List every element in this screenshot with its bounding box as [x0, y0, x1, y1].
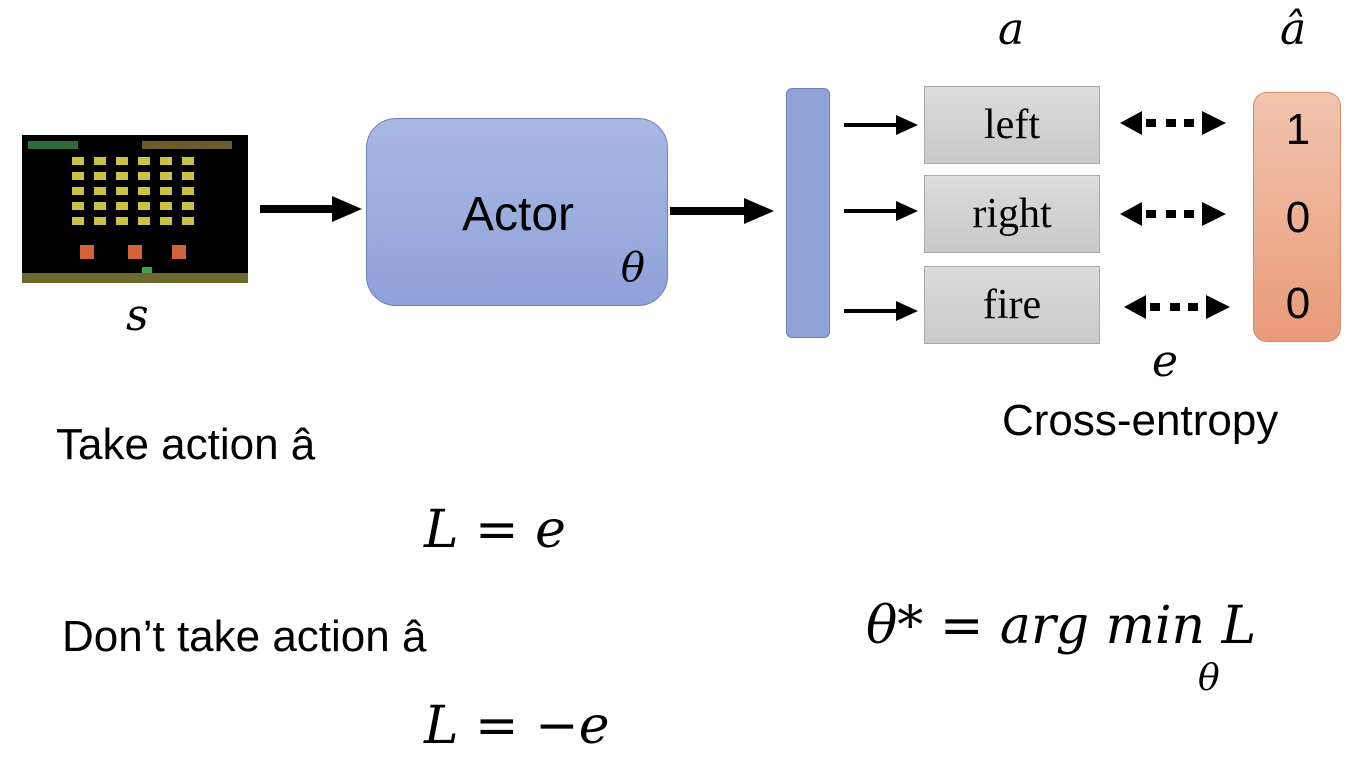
- action-box-right: right: [924, 175, 1100, 253]
- action-box-fire: fire: [924, 266, 1100, 344]
- argmin-subscript-theta: θ: [1198, 658, 1220, 699]
- dont-take-action-equation: L = −e: [424, 696, 610, 756]
- arrow-to-right: [844, 201, 918, 221]
- arrow-to-left: [844, 115, 918, 135]
- arrow-actor-to-output: [670, 198, 774, 224]
- take-action-equation: L = e: [424, 500, 566, 560]
- action-box-left: left: [924, 86, 1100, 164]
- target-value-right: 0: [1285, 193, 1311, 242]
- state-label: s: [126, 290, 149, 341]
- optimal-parameter-equation: θ* = arg min L: [866, 596, 1257, 656]
- arrow-state-to-actor: [260, 196, 362, 222]
- space-invaders-illustration: [22, 141, 248, 283]
- compare-arrow-fire: [1124, 295, 1230, 319]
- compare-arrow-left: [1120, 111, 1226, 135]
- target-header-a-hat: â: [1280, 4, 1307, 55]
- compare-arrow-right: [1120, 202, 1226, 226]
- dont-take-action-text: Don’t take action â: [62, 612, 427, 661]
- target-one-hot-box: 1 0 0: [1253, 92, 1341, 342]
- output-layer-bar: [786, 88, 830, 338]
- loss-name-label: Cross-entropy: [1002, 396, 1279, 445]
- actor-parameter-theta: θ: [620, 245, 645, 291]
- target-value-fire: 0: [1285, 279, 1311, 328]
- arrow-to-fire: [844, 301, 918, 321]
- error-label-e: e: [1152, 336, 1179, 387]
- actor-network-box: Actor θ: [366, 118, 668, 306]
- actor-label: Actor: [461, 188, 575, 241]
- take-action-text: Take action â: [56, 420, 316, 469]
- target-value-left: 1: [1285, 105, 1311, 154]
- output-header-a: a: [998, 4, 1025, 55]
- game-screen-image: [22, 135, 248, 283]
